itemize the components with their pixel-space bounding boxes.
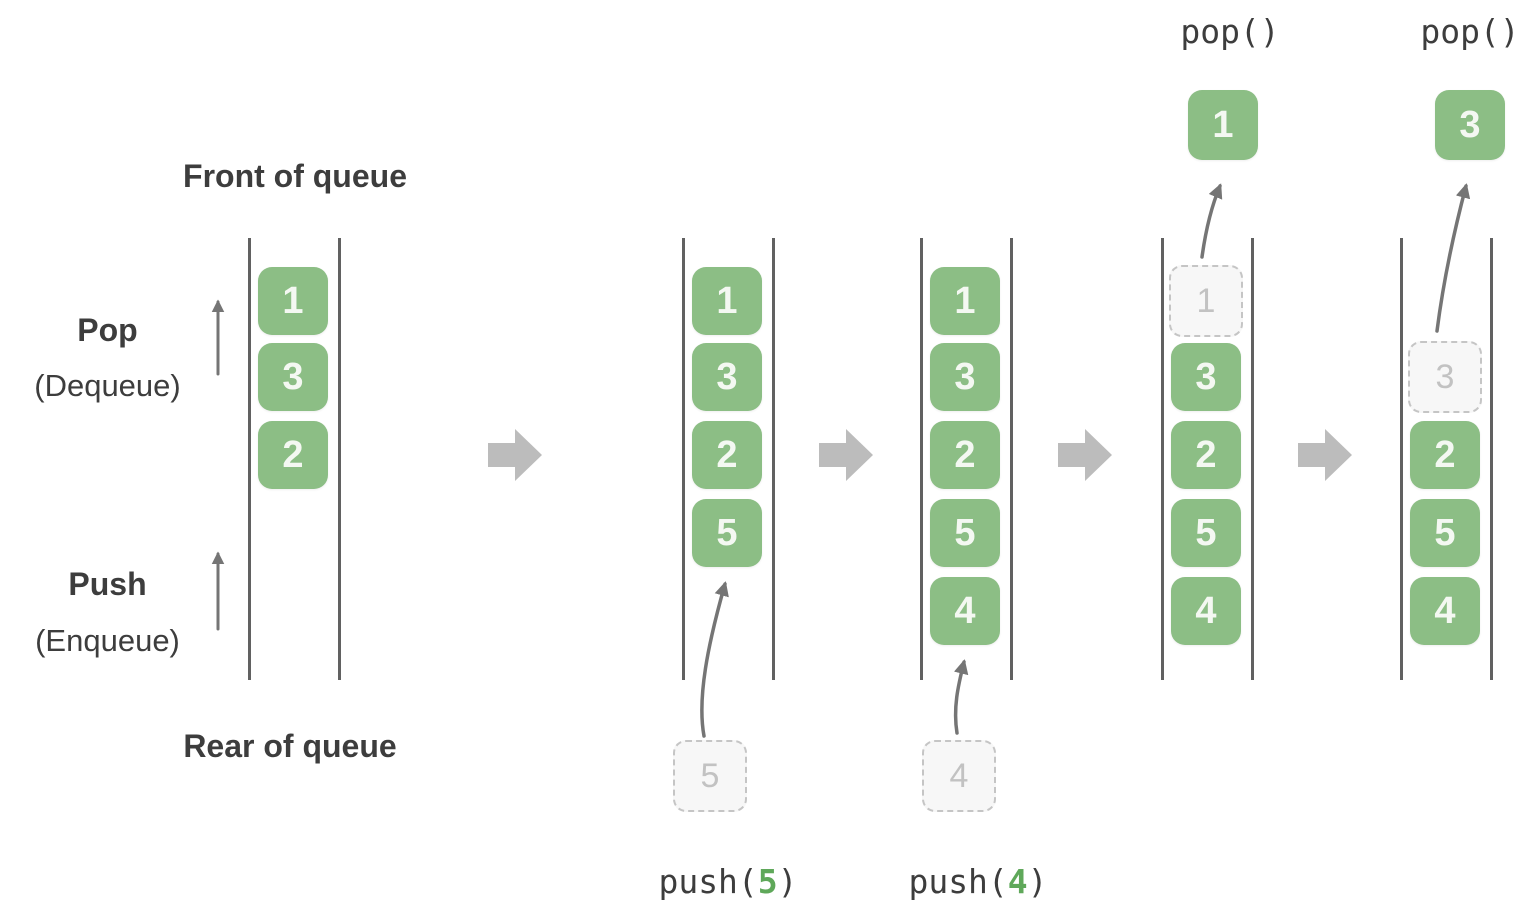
push-flow-arrow <box>700 581 729 738</box>
push-close-text: ) <box>1027 862 1048 901</box>
push-fn-text: push( <box>908 862 1008 901</box>
queue-item: 1 <box>258 267 328 335</box>
pop-call-label: pop() <box>1180 12 1280 51</box>
pop-flow-arrow <box>1435 183 1471 333</box>
queue-rail <box>1251 238 1254 680</box>
queue-item: 2 <box>258 421 328 489</box>
stage-transition-arrow <box>1298 429 1352 481</box>
queue-item: 4 <box>1171 577 1241 645</box>
stage-transition-arrow <box>488 429 542 481</box>
queue-rail <box>772 238 775 680</box>
queue-item: 5 <box>1410 499 1480 567</box>
pop-flow-arrow <box>1200 183 1223 259</box>
pop-call-label: pop() <box>1420 12 1520 51</box>
rear-of-queue-label: Rear of queue <box>183 728 397 764</box>
push-fn-text: push( <box>658 862 758 901</box>
queue-rail <box>1400 238 1403 680</box>
queue-item: 2 <box>930 421 1000 489</box>
queue-rail <box>1490 238 1493 680</box>
staged-item-ghost: 5 <box>673 740 747 812</box>
queue-item: 2 <box>692 421 762 489</box>
push-call-label: push(4) <box>878 862 1078 901</box>
queue-rail <box>920 238 923 680</box>
push-flow-arrow <box>953 659 969 735</box>
queue-item: 3 <box>1171 343 1241 411</box>
stage-transition-arrow <box>819 429 873 481</box>
queue-item: 5 <box>930 499 1000 567</box>
pop-legend-title: Pop <box>77 312 138 348</box>
queue-item: 4 <box>930 577 1000 645</box>
pop-legend-subtitle: (Dequeue) <box>34 368 181 403</box>
push-legend-title: Push <box>68 566 147 602</box>
queue-item: 3 <box>930 343 1000 411</box>
popped-item: 3 <box>1435 90 1505 160</box>
push-call-label: push(5) <box>628 862 828 901</box>
queue-item: 5 <box>692 499 762 567</box>
popped-item: 1 <box>1188 90 1258 160</box>
queue-rail <box>1010 238 1013 680</box>
push-close-text: ) <box>777 862 798 901</box>
queue-item: 1 <box>692 267 762 335</box>
dequeued-item-ghost: 3 <box>1408 341 1482 413</box>
stage-transition-arrow <box>1058 429 1112 481</box>
dequeued-item-ghost: 1 <box>1169 265 1243 337</box>
queue-rail <box>338 238 341 680</box>
queue-item: 3 <box>692 343 762 411</box>
queue-item: 3 <box>258 343 328 411</box>
queue-rail <box>248 238 251 680</box>
queue-item: 2 <box>1171 421 1241 489</box>
queue-rail <box>1161 238 1164 680</box>
push-arg-text: 4 <box>1007 862 1028 901</box>
queue-item: 5 <box>1171 499 1241 567</box>
push-arg-text: 5 <box>757 862 778 901</box>
queue-rail <box>682 238 685 680</box>
staged-item-ghost: 4 <box>922 740 996 812</box>
front-of-queue-label: Front of queue <box>183 158 407 194</box>
queue-item: 2 <box>1410 421 1480 489</box>
push-legend-subtitle: (Enqueue) <box>35 623 180 658</box>
queue-item: 4 <box>1410 577 1480 645</box>
queue-item: 1 <box>930 267 1000 335</box>
